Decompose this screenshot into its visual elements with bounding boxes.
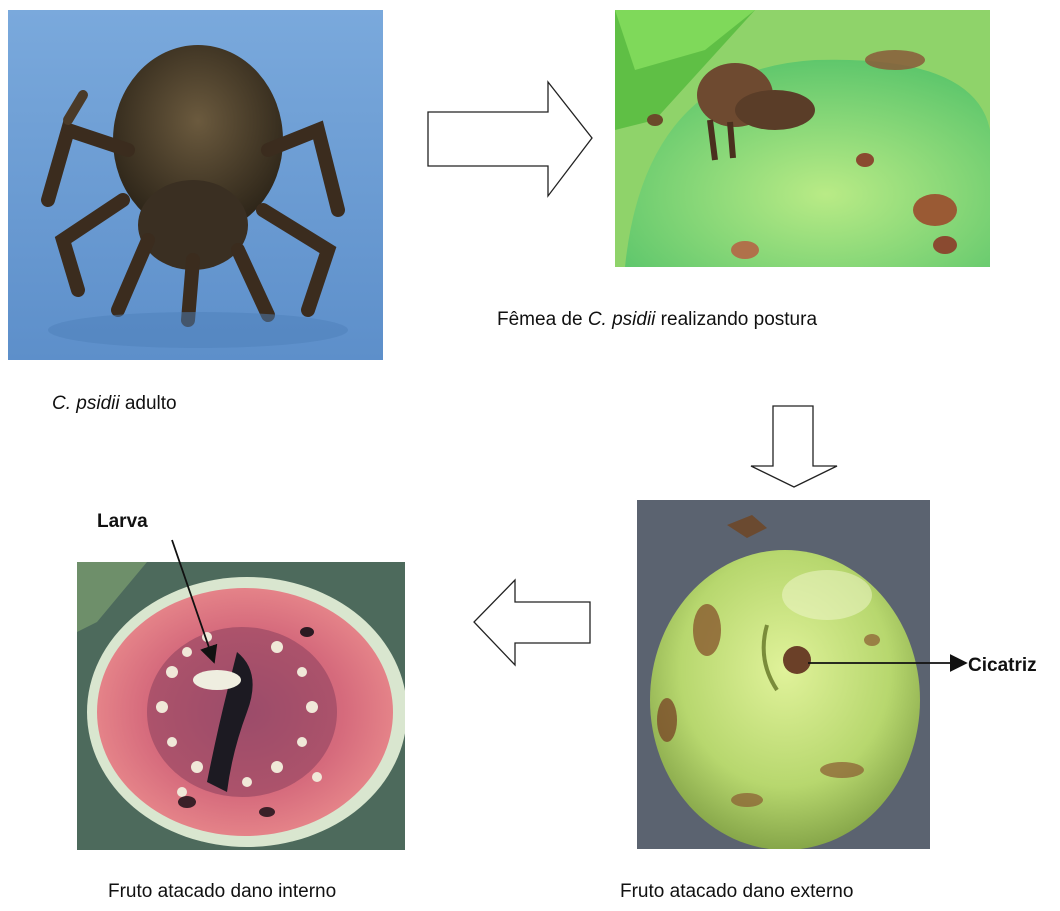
adult-caption-text: adulto <box>120 393 177 414</box>
internal-damage-photo <box>77 562 405 850</box>
adult-caption: C. psidii adulto <box>52 393 177 415</box>
oviposition-caption: Fêmea de C. psidii realizando postura <box>497 309 817 331</box>
adult-caption-species: C. psidii <box>52 393 120 414</box>
female-oviposition-photo <box>615 10 990 267</box>
adult-weevil-photo <box>8 10 383 360</box>
external-damage-caption: Fruto atacado dano externo <box>620 881 853 903</box>
larva-label: Larva <box>97 511 148 533</box>
external-damage-photo <box>637 500 930 849</box>
arrow-down-icon <box>751 406 837 487</box>
oviposition-caption-suffix: realizando postura <box>655 309 817 330</box>
arrow-left-icon <box>474 580 590 665</box>
arrow-right-icon <box>428 82 592 196</box>
oviposition-caption-prefix: Fêmea de <box>497 309 588 330</box>
scar-label: Cicatriz <box>968 655 1037 677</box>
internal-damage-caption: Fruto atacado dano interno <box>108 881 336 903</box>
oviposition-caption-species: C. psidii <box>588 309 656 330</box>
